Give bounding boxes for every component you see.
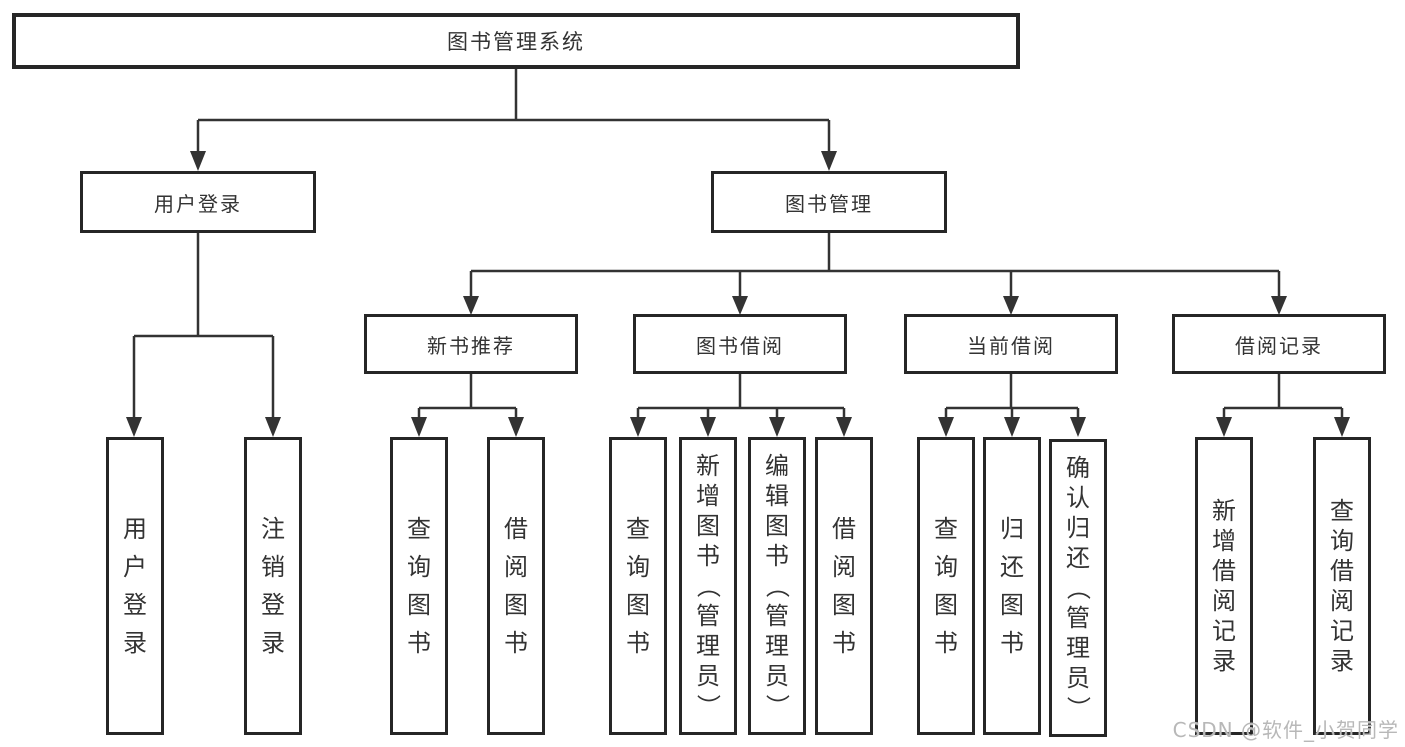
leaf-user-login: 用户登录 <box>106 437 164 735</box>
leaf-query-books-borrow: 查询图书 <box>609 437 667 735</box>
leaf-query-books-recommend: 查询图书 <box>390 437 448 735</box>
leaf-logout: 注销登录 <box>244 437 302 735</box>
leaf-borrow-books-recommend: 借阅图书 <box>487 437 545 735</box>
leaf-query-books-current: 查询图书 <box>917 437 975 735</box>
leaf-add-books-admin: 新增图书（管理员） <box>679 437 737 735</box>
leaf-add-borrow-record: 新增借阅记录 <box>1195 437 1253 735</box>
leaf-borrow-books: 借阅图书 <box>815 437 873 735</box>
node-book-management: 图书管理 <box>711 171 947 233</box>
node-book-borrowing: 图书借阅 <box>633 314 847 374</box>
node-user-login: 用户登录 <box>80 171 316 233</box>
leaf-edit-books-admin: 编辑图书（管理员） <box>748 437 806 735</box>
leaf-query-borrow-record: 查询借阅记录 <box>1313 437 1371 735</box>
node-library-management-system: 图书管理系统 <box>12 13 1020 69</box>
leaf-confirm-return-admin: 确认归还（管理员） <box>1049 439 1107 737</box>
csdn-watermark: CSDN @软件_小贺同学 <box>1172 718 1399 742</box>
node-new-book-recommendation: 新书推荐 <box>364 314 578 374</box>
node-borrowing-records: 借阅记录 <box>1172 314 1386 374</box>
leaf-return-books: 归还图书 <box>983 437 1041 735</box>
node-current-borrowing: 当前借阅 <box>904 314 1118 374</box>
